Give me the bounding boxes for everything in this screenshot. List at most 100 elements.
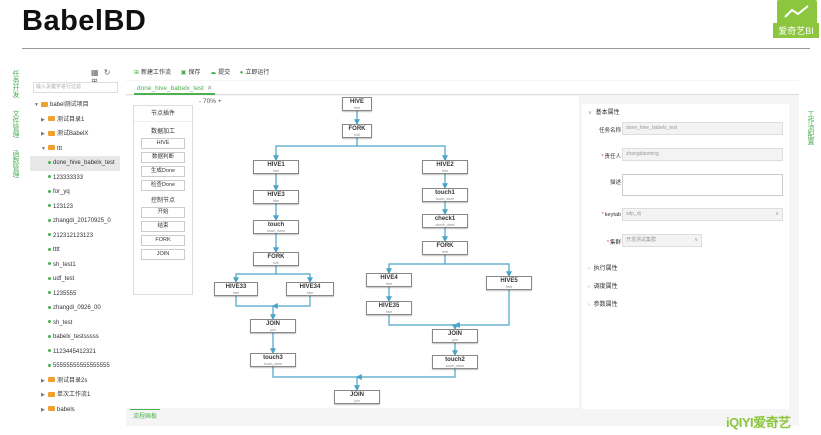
zoom-out-button[interactable]: - [199,98,202,105]
palette-item-data-check[interactable]: 数据判断 [141,152,185,163]
run-button[interactable]: ●立即运行 [240,70,270,76]
tree-leaf[interactable]: 1123445412321 [30,345,120,360]
tree-leaf[interactable]: 1235555 [30,287,120,302]
section-basic[interactable]: ∨基本属性 [582,104,789,122]
palette-item-end[interactable]: 结束 [141,221,185,232]
palette-item-gen-done[interactable]: 生成Done [141,166,185,177]
calendar-icon[interactable]: ▦ [91,68,99,77]
section-exec[interactable]: ›执行属性 [582,260,789,278]
grid-icon[interactable]: ⊞ [91,77,98,86]
tree-item-label: 55555555555555555 [53,363,110,369]
owner-field[interactable]: zhangdaoming [622,148,783,161]
save-button[interactable]: ▣保存 [181,70,201,76]
task-name-field[interactable]: done_hive_babelx_test [622,122,783,135]
caret-right-icon[interactable]: ▶ [41,377,45,384]
workflow-dot-icon [48,363,51,367]
tree-leaf[interactable]: 212312123123 [30,229,120,244]
tree-leaf[interactable]: sh_test [30,316,120,331]
tree-folder[interactable]: ▶ 单次工作流1 [30,388,120,403]
palette-item-hive[interactable]: HIVE [141,138,185,149]
vtab-workflow-config[interactable]: 工作流配置 [807,110,814,145]
caret-down-icon[interactable]: ▼ [34,102,39,108]
vtab-function-manage[interactable]: 函数管理 [12,150,19,178]
tree-leaf[interactable]: babelx_testsssss [30,330,120,345]
palette-item-join[interactable]: JOIN [141,249,185,260]
submit-button[interactable]: ☁提交 [210,70,230,76]
vtab-file-manage[interactable]: 文件管理 [12,110,19,138]
tree-folder[interactable]: ▼babel测试项目 [30,98,120,113]
close-icon[interactable]: ✕ [206,85,213,92]
keytab-value: sdp_dj [626,211,641,217]
tree-item-label: udf_test [53,276,75,282]
tree-leaf[interactable]: 123123 [30,200,120,215]
flow-node-type: join [270,328,276,332]
workflow-dot-icon [48,247,51,251]
palette-section-title: 控制节点 [150,198,175,204]
zoom-in-button[interactable]: + [217,98,222,105]
flow-node-type: touch_done [263,362,283,366]
flow-canvas[interactable]: - 70% + 节点插件 数据加工 HIVE 数据判断 生成Done 检查Don… [126,96,579,408]
section-schedule[interactable]: ›调度属性 [582,278,789,296]
tree-leaf[interactable]: zhangdi_20170925_0 [30,214,120,229]
tree-folder[interactable]: ▶babels [30,403,120,418]
tree-leaf[interactable]: 55555555555555555 [30,359,120,374]
new-workflow-label: 新建工作流 [141,70,172,76]
caret-down-icon[interactable]: ▼ [41,145,46,152]
refresh-icon[interactable]: ↻ [103,68,111,77]
property-panel: ∨基本属性 任务名称 done_hive_babelx_test *责任人 zh… [582,104,789,409]
flow-node-type: touch_done [266,229,286,233]
flow-board-tab[interactable]: 流程画板 [130,409,161,421]
tree-item-label: babelx_testsssss [53,334,99,340]
caret-right-icon[interactable]: ▶ [41,392,45,398]
section-params[interactable]: ›参数属性 [582,296,789,314]
flow-node-type: fork [354,133,360,137]
flow-node-name: check1 [434,216,456,222]
tree-folder[interactable]: ▶测试BabelX [30,127,120,142]
keytab-select[interactable]: sdp_dj∨ [622,208,783,221]
tree-folder[interactable]: ▼ttt [30,142,120,157]
palette-item-start[interactable]: 开始 [141,207,185,218]
tree-leaf[interactable]: zhangdi_0926_00 [30,301,120,316]
vtab-task-dev[interactable]: 任务开发 [12,70,19,98]
caret-right-icon[interactable]: ▶ [41,406,45,413]
description-textarea[interactable] [622,174,783,196]
caret-right-icon[interactable]: ▶ [41,116,45,123]
cluster-label: *集群 [607,238,621,246]
palette-item-fork[interactable]: FORK [141,235,185,246]
tree-leaf[interactable]: sh_test1 [30,258,120,273]
tree-item-label: 单次工作流1 [57,392,91,398]
palette-item-check-done[interactable]: 检查Done [141,180,185,191]
tree-leaf[interactable]: for_yq [30,185,120,200]
tree-search-input[interactable]: 输入关键字进行过滤 [33,82,118,93]
tree-folder[interactable]: ▶测试目录2s [30,374,120,389]
cluster-select[interactable]: 开发测试集群∨ [622,234,702,247]
tab-workflow[interactable]: done_hive_babelx_test✕ [134,82,216,95]
tree-leaf[interactable]: 123333333 [30,171,120,186]
caret-right-icon[interactable]: ▶ [41,131,45,137]
tree-folder[interactable]: ▶测试目录1 [30,113,120,128]
new-workflow-button[interactable]: ⊞新建工作流 [134,70,171,76]
tree-leaf[interactable]: done_hive_babelx_test [30,156,120,171]
tree-leaf[interactable]: udf_test [30,272,120,287]
tree-leaf[interactable]: tttt [30,243,120,258]
